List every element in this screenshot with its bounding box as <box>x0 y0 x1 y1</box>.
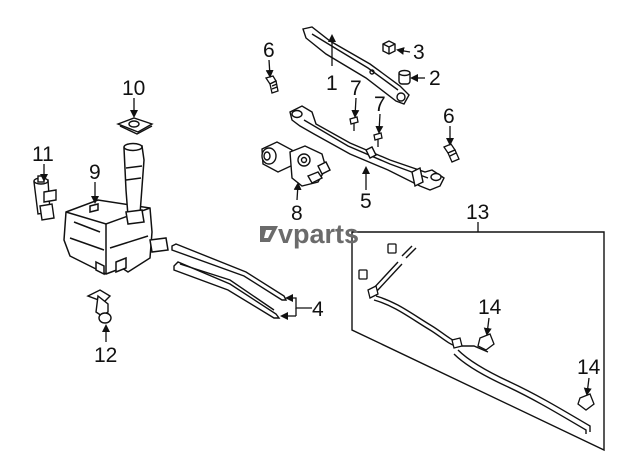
callout-14-upper: 14 <box>478 296 502 319</box>
callout-7-right: 7 <box>374 93 386 116</box>
callout-13: 13 <box>466 201 489 224</box>
callout-1: 1 <box>326 72 338 95</box>
callout-7-left: 7 <box>350 77 362 100</box>
wiper-blades-part <box>171 243 288 319</box>
hose-kit-box <box>351 231 605 452</box>
callout-8: 8 <box>291 202 303 225</box>
level-sensor-part <box>86 289 112 324</box>
washer-pump-part <box>33 175 57 221</box>
callout-3: 3 <box>413 41 425 64</box>
callout-6-right: 6 <box>443 105 455 128</box>
callout-11: 11 <box>32 143 54 166</box>
wiper-linkage-frame-part <box>289 105 445 191</box>
callout-10: 10 <box>122 77 145 100</box>
leader-lines <box>40 34 592 396</box>
screw-part-left <box>349 116 359 131</box>
callout-6-left: 6 <box>263 39 275 62</box>
wiper-linkage-arm-part <box>302 26 410 105</box>
bolt-part-right <box>443 143 460 163</box>
callout-labels: 1 2 3 4 5 6 6 7 7 8 9 10 11 12 13 14 14 <box>32 39 601 379</box>
callout-2: 2 <box>429 67 441 90</box>
callout-9: 9 <box>89 161 101 184</box>
bolt-part-left <box>264 75 279 94</box>
watermark-logo: vparts <box>260 219 359 249</box>
callout-5: 5 <box>360 190 372 213</box>
nut-part <box>382 40 396 55</box>
watermark-text: vparts <box>278 219 359 249</box>
callout-14-lower: 14 <box>577 356 601 379</box>
callout-4: 4 <box>312 298 324 321</box>
wiper-motor-part <box>261 141 331 187</box>
screw-part-right <box>373 132 383 147</box>
filler-cap-part <box>116 117 154 135</box>
pivot-cap-part <box>398 69 411 85</box>
washer-reservoir-part <box>63 142 169 276</box>
callout-12: 12 <box>94 344 117 367</box>
watermark-mark-icon <box>260 226 278 242</box>
